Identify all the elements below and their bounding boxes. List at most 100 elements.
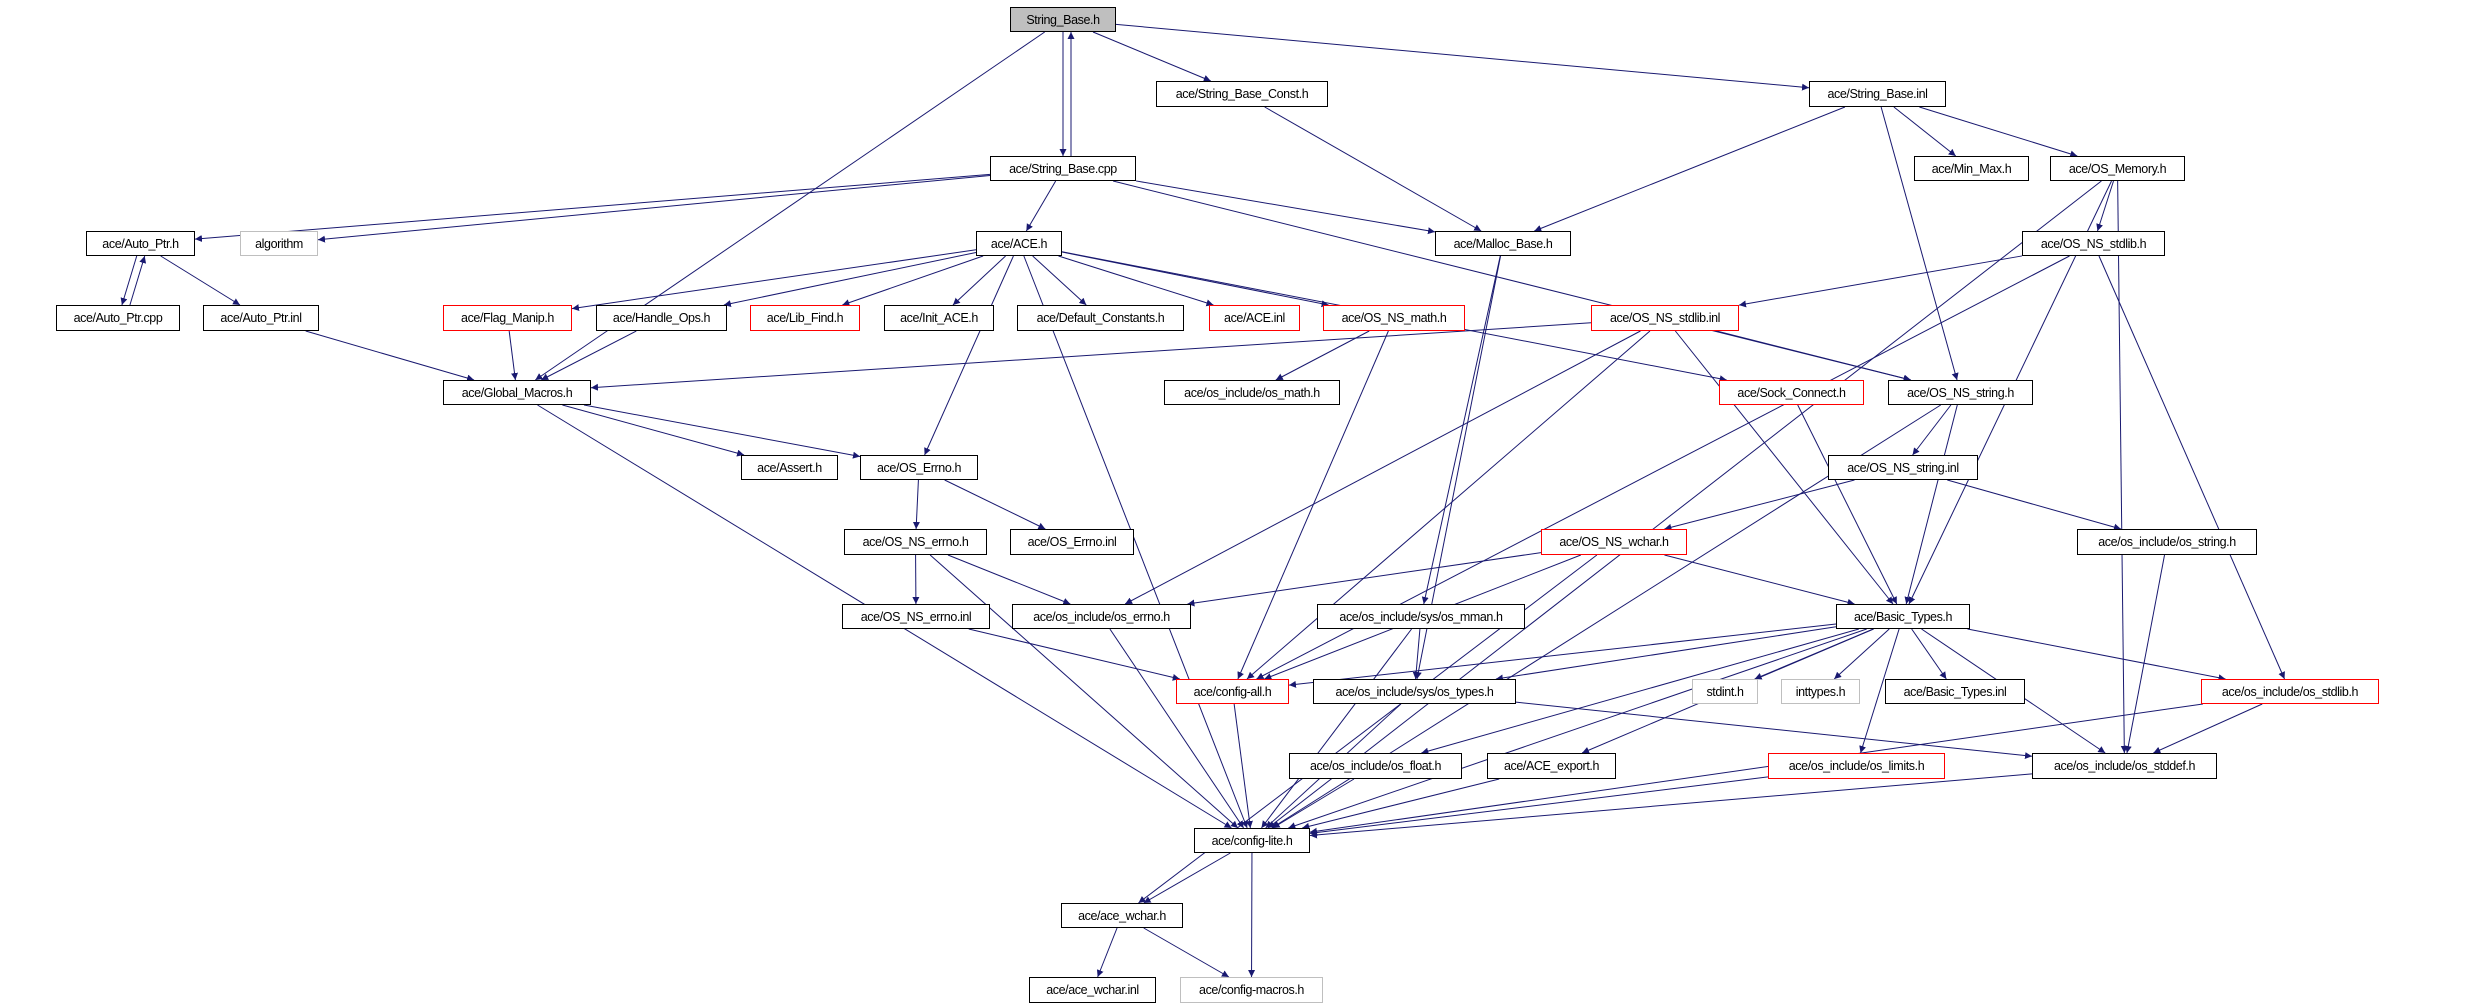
node-os-ns-math-h[interactable]: ace/OS_NS_math.h <box>1323 305 1465 331</box>
node-ace-wchar-h[interactable]: ace/ace_wchar.h <box>1061 903 1183 928</box>
edge-os-ns-string-inl-to-os-ns-wchar-h <box>1664 479 1855 531</box>
edge-basic-types-h-to-os-limits-h <box>1859 628 1900 754</box>
node-basic-types-h[interactable]: ace/Basic_Types.h <box>1836 604 1970 629</box>
edge-os-ns-stdlib-h-to-os-ns-stdlib-inl <box>1738 255 2023 308</box>
node-basic-types-inl[interactable]: ace/Basic_Types.inl <box>1885 679 2025 704</box>
node-handle-ops-h[interactable]: ace/Handle_Ops.h <box>596 305 727 331</box>
edge-flag-manip-h-to-global-macros-h <box>508 330 518 381</box>
node-os-string-h[interactable]: ace/os_include/os_string.h <box>2077 529 2257 555</box>
edge-ace-export-h-to-config-lite-h <box>1302 778 1500 830</box>
node-os-memory-h[interactable]: ace/OS_Memory.h <box>2050 156 2185 181</box>
node-string-base-cpp[interactable]: ace/String_Base.cpp <box>990 156 1136 181</box>
node-inttypes-h[interactable]: inttypes.h <box>1781 679 1860 704</box>
edge-os-ns-string-h-to-basic-types-h <box>1904 404 1958 605</box>
edge-os-ns-wchar-h-to-basic-types-h <box>1664 554 1855 606</box>
node-sock-connect-h[interactable]: ace/Sock_Connect.h <box>1719 380 1864 405</box>
edge-os-memory-h-to-os-ns-stdlib-h <box>2096 180 2114 232</box>
edge-string-base-cpp-to-auto-ptr-h <box>194 173 991 242</box>
edge-os-memory-h-to-os-stddef-h <box>2117 180 2128 754</box>
node-malloc-base-h[interactable]: ace/Malloc_Base.h <box>1435 231 1571 256</box>
edge-os-stdlib-h-to-config-lite-h <box>1309 703 2203 835</box>
edge-os-mman-h-to-os-types-h <box>1412 628 1421 680</box>
edge-global-macros-h-to-assert-h <box>562 404 745 457</box>
edge-basic-types-h-to-os-stdlib-h <box>1967 628 2226 682</box>
node-auto-ptr-cpp[interactable]: ace/Auto_Ptr.cpp <box>56 305 180 331</box>
node-os-ns-stdlib-inl[interactable]: ace/OS_NS_stdlib.inl <box>1591 305 1739 331</box>
node-default-constants-h[interactable]: ace/Default_Constants.h <box>1017 305 1184 331</box>
node-algorithm[interactable]: algorithm <box>240 231 318 256</box>
node-auto-ptr-h[interactable]: ace/Auto_Ptr.h <box>86 231 195 256</box>
edge-string-base-inl-to-malloc-base-h <box>1534 106 1846 232</box>
node-ace-export-h[interactable]: ace/ACE_export.h <box>1487 753 1616 779</box>
edge-ace-h-to-lib-find-h <box>842 255 984 307</box>
edge-basic-types-h-to-config-lite-h <box>1288 628 1867 830</box>
node-assert-h[interactable]: ace/Assert.h <box>741 455 838 480</box>
node-stdint-h[interactable]: stdint.h <box>1692 679 1758 704</box>
edge-ace-wchar-h-to-config-macros-h <box>1143 927 1230 978</box>
edge-config-lite-h-to-ace-wchar-h <box>1143 852 1231 904</box>
node-min-max-h[interactable]: ace/Min_Max.h <box>1914 156 2029 181</box>
node-os-types-h[interactable]: ace/os_include/sys/os_types.h <box>1313 679 1516 704</box>
edge-sock-connect-h-to-basic-types-h <box>1797 404 1898 605</box>
node-os-ns-errno-h[interactable]: ace/OS_NS_errno.h <box>844 529 987 555</box>
node-string-base-h[interactable]: String_Base.h <box>1010 7 1116 32</box>
edge-os-ns-string-h-to-os-ns-string-inl <box>1912 404 1952 456</box>
node-init-ace-h[interactable]: ace/Init_ACE.h <box>884 305 994 331</box>
edge-ace-h-to-default-constants-h <box>1032 255 1087 306</box>
node-flag-manip-h[interactable]: ace/Flag_Manip.h <box>443 305 572 331</box>
node-ace-inl[interactable]: ace/ACE.inl <box>1209 305 1300 331</box>
node-auto-ptr-inl[interactable]: ace/Auto_Ptr.inl <box>203 305 319 331</box>
edge-os-ns-stdlib-inl-to-os-ns-string-h <box>1716 330 1912 382</box>
edge-string-base-h-to-string-base-inl <box>1115 23 1810 91</box>
node-global-macros-h[interactable]: ace/Global_Macros.h <box>443 380 591 405</box>
edge-string-base-cpp-to-algorithm <box>317 174 991 243</box>
edge-string-base-const-h-to-malloc-base-h <box>1264 106 1482 232</box>
node-os-errno-inl[interactable]: ace/OS_Errno.inl <box>1010 529 1134 555</box>
edge-basic-types-h-to-inttypes-h <box>1833 628 1890 680</box>
node-os-limits-h[interactable]: ace/os_include/os_limits.h <box>1768 753 1945 779</box>
node-os-mman-h[interactable]: ace/os_include/sys/os_mman.h <box>1317 604 1525 629</box>
edge-basic-types-h-to-config-all-h <box>1288 623 1837 688</box>
edge-ace-h-to-config-lite-h <box>1023 255 1248 829</box>
node-lib-find-h[interactable]: ace/Lib_Find.h <box>750 305 860 331</box>
edge-string-base-cpp-to-ace-h <box>1025 180 1057 232</box>
edge-os-string-h-to-os-stddef-h <box>2124 554 2166 754</box>
edge-malloc-base-h-to-os-mman-h <box>1421 255 1501 605</box>
node-string-base-const-h[interactable]: ace/String_Base_Const.h <box>1156 81 1328 107</box>
node-os-errno-h[interactable]: ace/OS_Errno.h <box>860 455 978 480</box>
node-ace-wchar-inl[interactable]: ace/ace_wchar.inl <box>1029 977 1156 1003</box>
node-ace-h[interactable]: ace/ACE.h <box>976 231 1062 256</box>
node-string-base-inl[interactable]: ace/String_Base.inl <box>1809 81 1946 107</box>
node-config-macros-h[interactable]: ace/config-macros.h <box>1180 977 1323 1003</box>
node-config-lite-h[interactable]: ace/config-lite.h <box>1194 828 1310 853</box>
node-os-stddef-h[interactable]: ace/os_include/os_stddef.h <box>2032 753 2217 779</box>
edge-os-ns-wchar-h-to-os-include-errno-h <box>1187 552 1542 607</box>
edge-os-errno-h-to-os-errno-inl <box>944 479 1046 530</box>
node-os-math-h[interactable]: ace/os_include/os_math.h <box>1164 380 1340 405</box>
edge-os-ns-stdlib-inl-to-config-all-h <box>1246 330 1651 680</box>
node-os-include-errno-h[interactable]: ace/os_include/os_errno.h <box>1012 604 1191 629</box>
edge-basic-types-h-to-basic-types-inl <box>1911 628 1947 680</box>
edge-os-ns-stdlib-inl-to-os-include-errno-h <box>1124 330 1641 605</box>
node-os-ns-wchar-h[interactable]: ace/OS_NS_wchar.h <box>1541 529 1687 555</box>
edge-os-float-h-to-config-lite-h <box>1272 778 1355 829</box>
edge-auto-ptr-inl-to-global-macros-h <box>305 330 475 382</box>
node-os-float-h[interactable]: ace/os_include/os_float.h <box>1289 753 1462 779</box>
edge-os-ns-errno-inl-to-config-all-h <box>968 628 1180 681</box>
edge-os-ns-stdlib-inl-to-global-macros-h <box>590 322 1592 391</box>
edge-auto-ptr-h-to-auto-ptr-cpp <box>120 255 138 306</box>
edge-string-base-h-to-string-base-const-h <box>1092 31 1211 82</box>
edge-ace-h-to-os-errno-h <box>924 255 1014 456</box>
node-os-ns-string-inl[interactable]: ace/OS_NS_string.inl <box>1828 455 1978 480</box>
node-os-ns-stdlib-h[interactable]: ace/OS_NS_stdlib.h <box>2022 231 2165 256</box>
edge-string-base-cpp-to-malloc-base-h <box>1135 180 1436 235</box>
node-os-ns-string-h[interactable]: ace/OS_NS_string.h <box>1888 380 2033 405</box>
edge-ace-h-to-flag-manip-h <box>571 249 977 312</box>
node-os-ns-errno-inl[interactable]: ace/OS_NS_errno.inl <box>842 604 990 629</box>
edge-auto-ptr-h-to-auto-ptr-inl <box>160 255 241 306</box>
node-config-all-h[interactable]: ace/config-all.h <box>1176 679 1289 704</box>
node-os-stdlib-h[interactable]: ace/os_include/os_stdlib.h <box>2201 679 2379 704</box>
edge-os-stddef-h-to-config-lite-h <box>1309 773 2033 839</box>
